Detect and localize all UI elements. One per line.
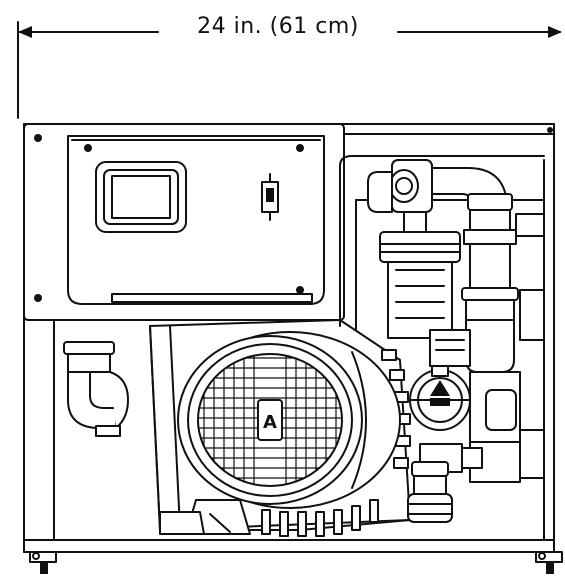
power-switch-icon bbox=[261, 173, 279, 221]
motor-badge: A bbox=[263, 412, 277, 433]
filter-housing bbox=[367, 159, 461, 339]
outlet-pipe-lower bbox=[407, 443, 483, 523]
bolt-icon bbox=[547, 127, 553, 133]
dimension-label: 24 in. (61 cm) bbox=[160, 14, 396, 39]
riser-elbow-pipe bbox=[431, 167, 545, 373]
display-window bbox=[95, 161, 187, 233]
valve-manifold bbox=[429, 329, 545, 483]
motor-mount-base bbox=[159, 499, 251, 535]
valve-handle-icon bbox=[409, 365, 471, 431]
width-dimension-line bbox=[17, 21, 562, 119]
drain-elbow-pipe bbox=[63, 341, 129, 437]
leveling-feet bbox=[29, 551, 563, 574]
motor-fins bbox=[261, 349, 411, 537]
